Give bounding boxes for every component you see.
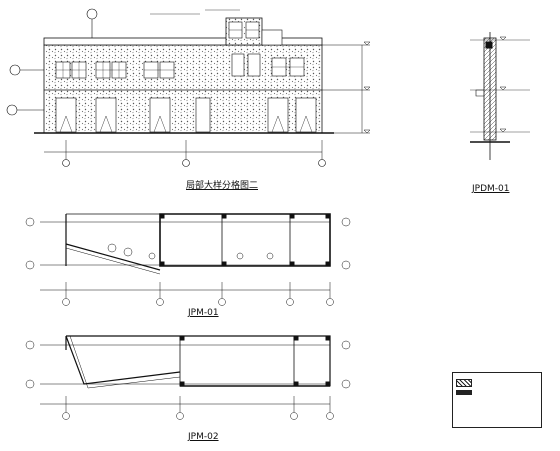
plan-1-drawing <box>25 213 351 306</box>
section-caption: JPDM-01 <box>472 184 510 194</box>
ground-openings <box>55 97 317 133</box>
legend-row-hatch <box>456 379 538 387</box>
legend-box <box>452 372 542 428</box>
elevation-caption: 局部大样分格图二 <box>186 181 259 191</box>
plan-1-caption: JPM-01 <box>188 308 219 318</box>
plan-2-drawing <box>25 335 351 420</box>
hatch-swatch <box>456 379 472 387</box>
elevation-drawing <box>6 8 371 167</box>
section-drawing <box>470 32 530 160</box>
solid-swatch <box>456 390 472 395</box>
legend-row-solid <box>456 390 538 395</box>
plan-2-caption: JPM-02 <box>188 432 219 442</box>
